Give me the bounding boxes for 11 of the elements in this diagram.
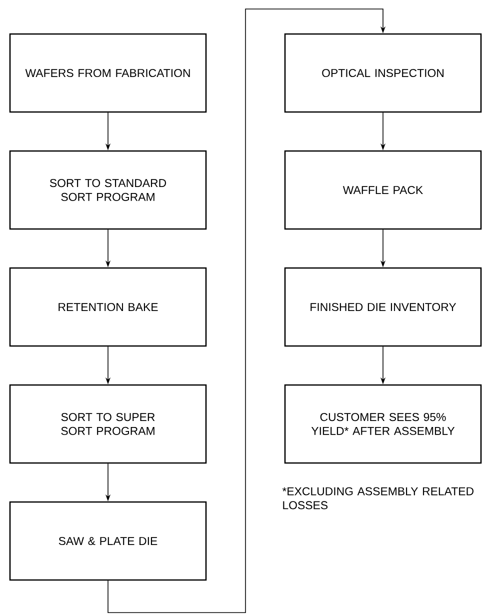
process-box: SAW & PLATE DIE	[9, 501, 207, 581]
process-box: CUSTOMER SEES 95% YIELD* AFTER ASSEMBLY	[284, 384, 482, 464]
process-box: SORT TO SUPER SORT PROGRAM	[9, 384, 207, 464]
process-box: WAFERS FROM FABRICATION	[9, 33, 207, 113]
footnote: *EXCLUDING ASSEMBLY RELATED LOSSES	[282, 487, 474, 510]
process-box: RETENTION BAKE	[9, 267, 207, 347]
arrow	[108, 8, 386, 614]
process-box: SORT TO STANDARD SORT PROGRAM	[9, 150, 207, 230]
process-box: OPTICAL INSPECTION	[284, 33, 482, 113]
process-box: FINISHED DIE INVENTORY	[284, 267, 482, 347]
process-box: WAFFLE PACK	[284, 150, 482, 230]
